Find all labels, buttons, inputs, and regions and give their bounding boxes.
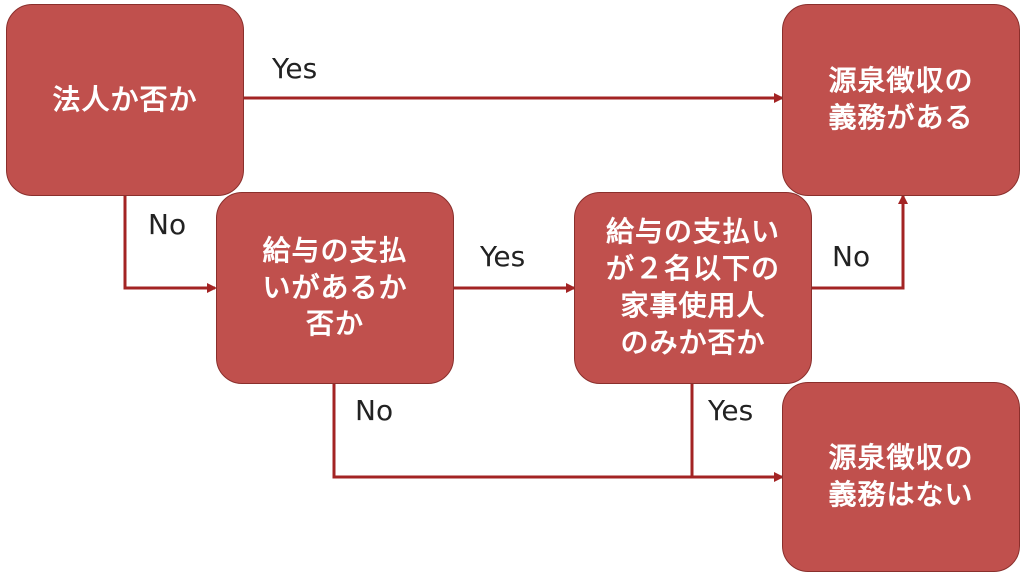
node-corporation: 法人か否か <box>6 4 244 196</box>
node-domestic-only: 給与の支払い が２名以下の 家事使用人 のみか否か <box>574 192 812 384</box>
connector-corporation-to-salary <box>123 196 217 293</box>
label-corporation-no: No <box>148 208 187 241</box>
label-corporation-yes: Yes <box>272 52 318 85</box>
connector-salary-to-not-obligated <box>332 383 784 482</box>
label-domestic-yes: Yes <box>708 394 754 427</box>
label-domestic-no: No <box>832 240 871 273</box>
node-salary-payment: 給与の支払 いがあるか 否か <box>216 192 454 384</box>
node-not-obligated: 源泉徴収の 義務はない <box>782 382 1020 572</box>
connector-domestic-to-obligated <box>811 194 908 290</box>
label-salary-no: No <box>355 394 394 427</box>
node-obligated: 源泉徴収の 義務がある <box>782 4 1020 196</box>
label-salary-yes: Yes <box>480 240 526 273</box>
